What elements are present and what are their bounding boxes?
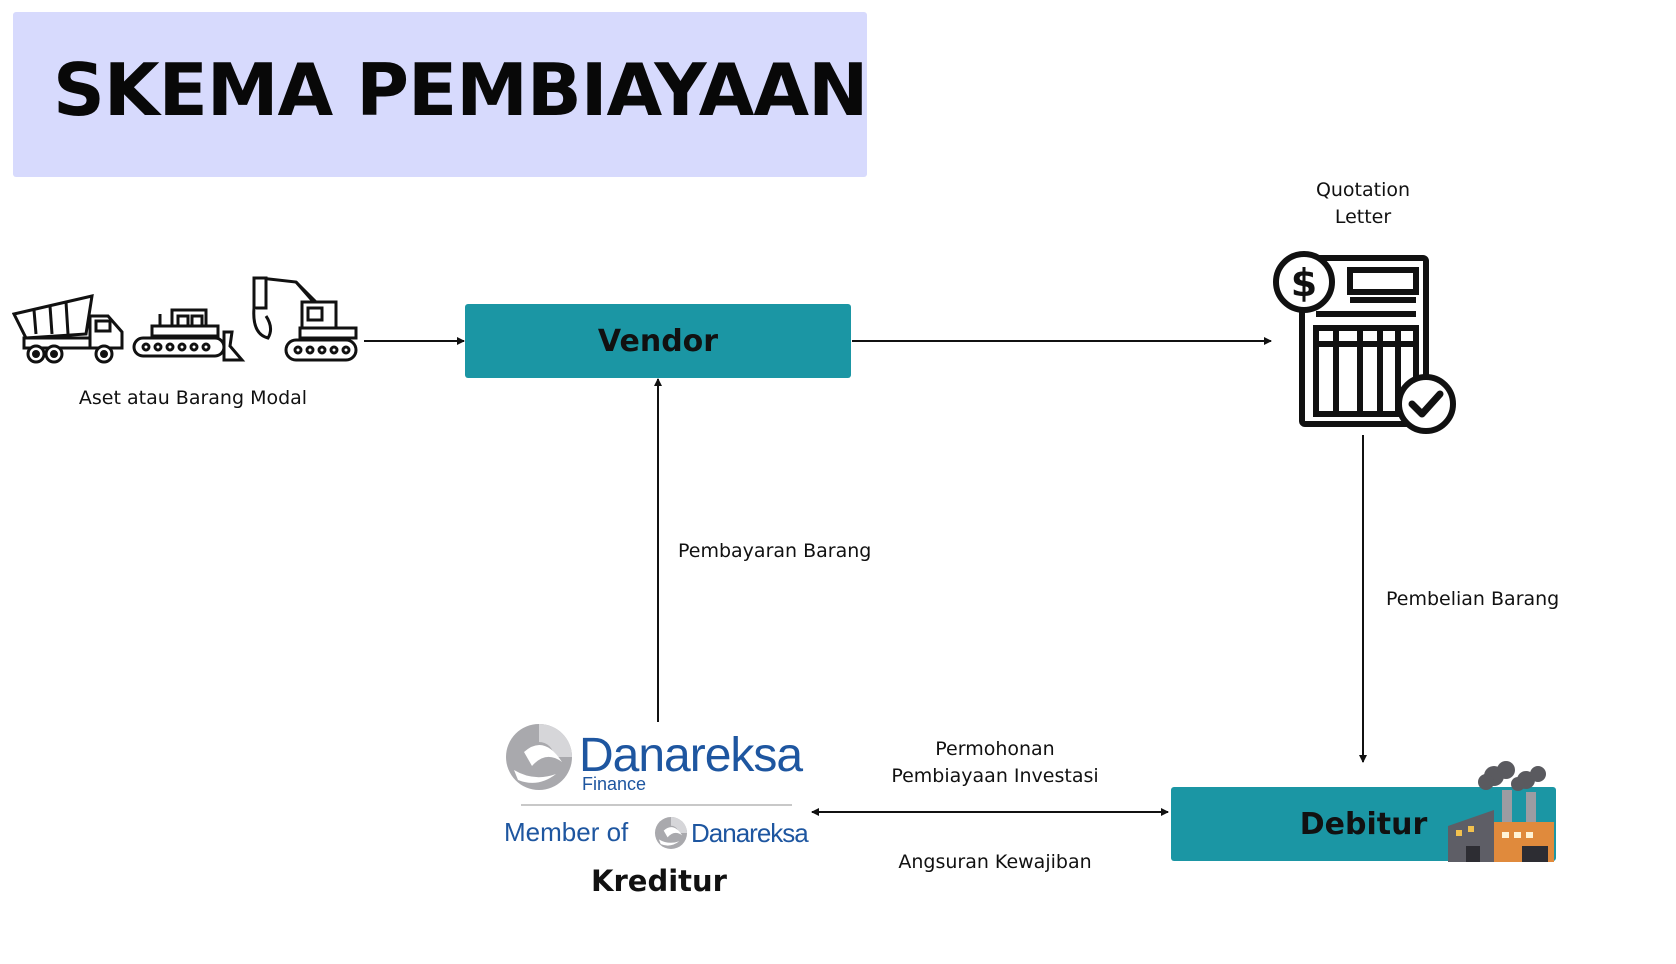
member-of-text: Member of xyxy=(504,817,629,847)
danareksa-swirl-icon xyxy=(504,722,574,796)
asset-label: Aset atau Barang Modal xyxy=(78,387,308,409)
member-brand: Danareksa xyxy=(691,818,809,848)
dump-truck-icon xyxy=(11,294,124,364)
danareksa-finance: Finance xyxy=(582,774,647,794)
quotation-document-icon: $ xyxy=(1270,248,1460,442)
payment-label: Pembayaran Barang xyxy=(678,540,872,562)
application-label-line2: Pembiayaan Investasi xyxy=(891,765,1099,787)
asset-icons xyxy=(11,272,362,371)
svg-text:$: $ xyxy=(1291,261,1317,305)
vendor-label: Vendor xyxy=(597,323,719,359)
logo-divider xyxy=(521,804,792,806)
bulldozer-icon xyxy=(132,308,246,362)
application-label-line1: Permohonan xyxy=(935,738,1055,760)
factory-icon xyxy=(1446,760,1558,868)
kreditur-label: Kreditur xyxy=(591,864,727,898)
vendor-node: Vendor xyxy=(465,304,851,378)
title-banner: SKEMA PEMBIAYAAN xyxy=(13,12,868,177)
debitur-label: Debitur xyxy=(1299,806,1428,842)
quotation-label-line1: Quotation xyxy=(1315,179,1411,201)
page-title: SKEMA PEMBIAYAAN xyxy=(53,48,868,132)
excavator-icon xyxy=(252,276,358,362)
danareksa-brand: Danareksa xyxy=(579,729,803,782)
installment-label: Angsuran Kewajiban xyxy=(898,851,1092,873)
purchase-label: Pembelian Barang xyxy=(1386,588,1560,610)
quotation-label-line2: Letter xyxy=(1334,206,1392,228)
danareksa-small-swirl-icon xyxy=(654,816,688,854)
